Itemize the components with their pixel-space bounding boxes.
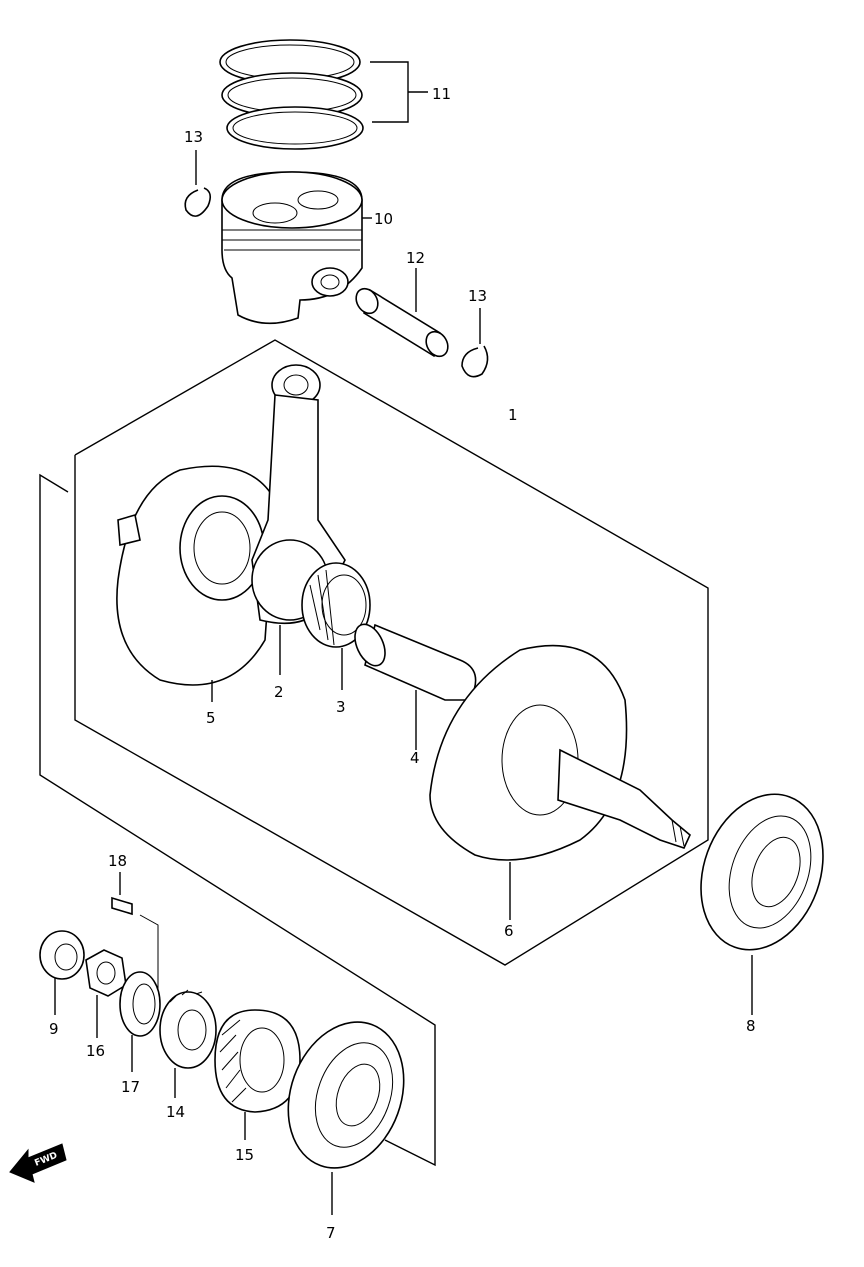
needle-bearing-part — [301, 562, 371, 690]
callout-7: 7 — [326, 1224, 336, 1242]
gear-part — [159, 989, 217, 1098]
crank-pin-part — [354, 623, 477, 750]
callout-13-lower: 13 — [468, 287, 487, 305]
callout-8: 8 — [746, 1017, 756, 1035]
callout-1: 1 — [508, 406, 518, 424]
callout-18: 18 — [108, 852, 127, 870]
assembly-outline-outer — [39, 473, 436, 1167]
callout-16: 16 — [86, 1042, 105, 1060]
callout-4: 4 — [410, 749, 420, 767]
piston-rings-part — [219, 39, 428, 150]
washer-part — [119, 971, 161, 1072]
key-part — [111, 872, 159, 1000]
nut-part — [85, 949, 127, 1038]
circlip-part-upper — [184, 150, 212, 217]
piston-part — [221, 171, 372, 325]
assembly-outline-1 — [74, 339, 709, 966]
callout-13-upper: 13 — [184, 128, 203, 146]
forward-direction-arrow-icon: FWD — [9, 1143, 67, 1183]
callout-6: 6 — [504, 922, 514, 940]
callout-2: 2 — [274, 683, 284, 701]
callout-15: 15 — [235, 1146, 254, 1164]
callout-11: 11 — [432, 85, 451, 103]
piston-pin-part — [355, 268, 449, 358]
callout-3: 3 — [336, 698, 346, 716]
callout-14: 14 — [166, 1103, 185, 1121]
callout-5: 5 — [206, 709, 216, 727]
oil-seal-part — [39, 930, 85, 1015]
crank-web-right-part — [429, 644, 691, 920]
callout-10: 10 — [374, 210, 393, 228]
bearing-right-part — [700, 793, 824, 1015]
callout-17: 17 — [121, 1078, 140, 1096]
callout-9: 9 — [49, 1020, 59, 1038]
crank-web-left-part — [116, 465, 276, 702]
callout-12: 12 — [406, 249, 425, 267]
circlip-part-lower — [461, 308, 489, 378]
drive-gear-part — [214, 1009, 301, 1140]
bearing-left-part — [287, 1021, 405, 1215]
